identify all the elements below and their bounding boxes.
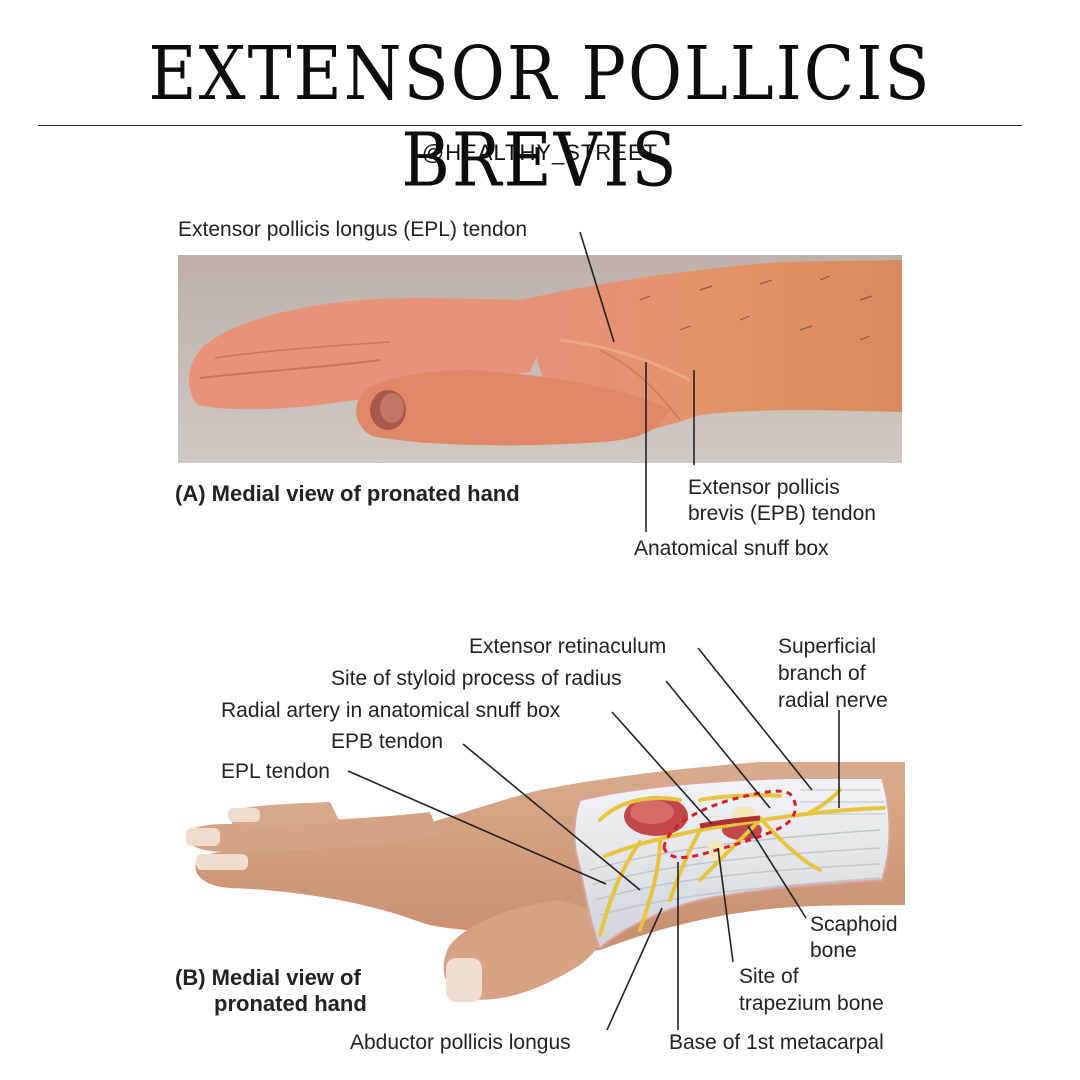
- panel-a-photo: [178, 255, 902, 463]
- label-scaphoid-line1: Scaphoid: [810, 913, 898, 936]
- label-styloid-process: Site of styloid process of radius: [331, 667, 622, 690]
- label-extensor-retinaculum: Extensor retinaculum: [469, 635, 667, 658]
- panel-b-caption-line1: (B) Medial view of: [175, 965, 361, 990]
- label-epb-tendon-line1: Extensor pollicis: [688, 476, 840, 499]
- label-abductor-pollicis-longus: Abductor pollicis longus: [350, 1031, 571, 1054]
- page-title: EXTENSOR POLLICIS BREVIS: [148, 30, 932, 204]
- label-radial-nerve-line3: radial nerve: [778, 689, 888, 712]
- panel-a-caption: (A) Medial view of pronated hand: [175, 481, 520, 506]
- label-epl-tendon: Extensor pollicis longus (EPL) tendon: [178, 218, 528, 241]
- label-radial-nerve-line1: Superficial: [778, 635, 877, 658]
- panel-b-caption-line2: pronated hand: [214, 991, 367, 1016]
- title-divider: [38, 125, 1022, 126]
- label-anatomical-snuff-box: Anatomical snuff box: [634, 537, 829, 560]
- label-epb-tendon-line2: brevis (EPB) tendon: [688, 502, 876, 525]
- label-radial-artery: Radial artery in anatomical snuff box: [221, 699, 561, 722]
- author-handle: @HEALTHY_STREET: [421, 140, 659, 165]
- label-epl-tendon-b: EPL tendon: [221, 760, 330, 783]
- panel-a-leader-lines: [579, 231, 695, 532]
- label-base-1st-metacarpal: Base of 1st metacarpal: [669, 1031, 884, 1054]
- label-trapezium-line2: trapezium bone: [739, 992, 884, 1015]
- label-radial-nerve-line2: branch of: [778, 662, 866, 685]
- panel-b-illustration: [186, 762, 905, 1002]
- label-trapezium-line1: Site of: [739, 965, 799, 988]
- label-epb-tendon-b: EPB tendon: [331, 730, 444, 753]
- panel-b-leader-lines: [347, 647, 840, 1031]
- label-scaphoid-line2: bone: [810, 939, 857, 962]
